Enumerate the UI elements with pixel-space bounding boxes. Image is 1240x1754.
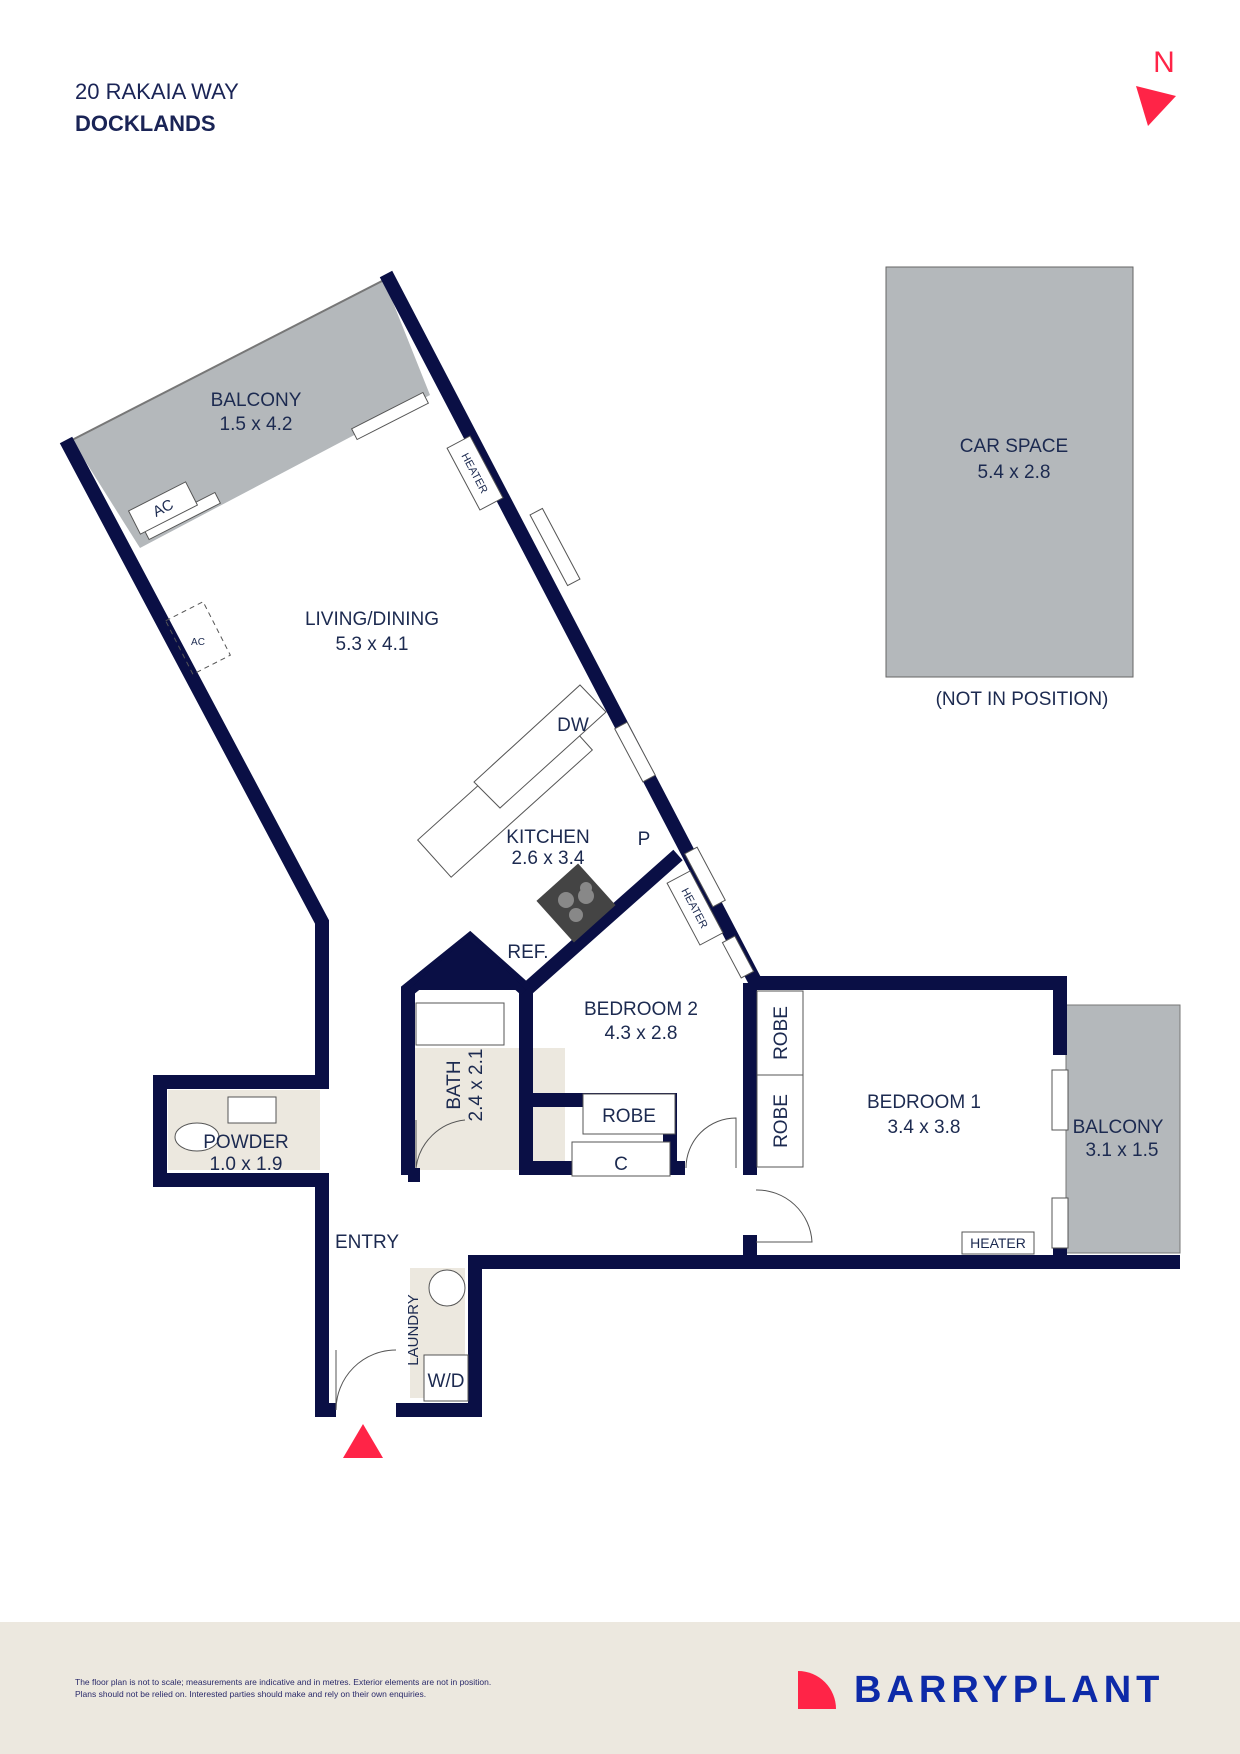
- ac-unit: [127, 481, 199, 535]
- floor-plan: N CAR SPACE 5.4 x 2.8 (NOT IN POSITION): [59, 46, 1181, 1458]
- robe-bed1-a: [756, 990, 804, 1076]
- doors: [335, 1117, 813, 1411]
- disclaimer-line2: Plans should not be relied on. Intereste…: [75, 1689, 427, 1699]
- heater-living: [446, 435, 504, 511]
- bath-floor: [415, 1048, 565, 1170]
- kitchen-size: 2.6 x 3.4: [512, 848, 585, 869]
- powder-size: 1.0 x 1.9: [210, 1154, 283, 1175]
- bedroom1-size: 3.4 x 3.8: [888, 1117, 961, 1138]
- car-space-size: 5.4 x 2.8: [978, 462, 1051, 483]
- dw-label: DW: [557, 715, 589, 736]
- cupboard-label: C: [614, 1154, 628, 1175]
- bath-size: 2.4 x 2.1: [466, 1049, 487, 1122]
- bedroom2-size: 4.3 x 2.8: [605, 1023, 678, 1044]
- living-size: 5.3 x 4.1: [336, 634, 409, 655]
- car-space-note: (NOT IN POSITION): [936, 689, 1109, 710]
- ac-dashed-label: AC: [191, 637, 205, 648]
- windows: [142, 391, 1069, 1249]
- address: 20 RAKAIA WAY DOCKLANDS: [75, 76, 239, 140]
- washer-dryer: [423, 1354, 469, 1402]
- north-label: N: [1153, 46, 1175, 79]
- walls: [59, 270, 1180, 1417]
- address-suburb: DOCKLANDS: [75, 111, 216, 136]
- address-street: 20 RAKAIA WAY: [75, 79, 239, 104]
- toilet: [174, 1122, 220, 1152]
- wd-label: W/D: [428, 1371, 465, 1392]
- balcony-main-size: 1.5 x 4.2: [220, 414, 293, 435]
- balcony-bed-size: 3.1 x 1.5: [1086, 1140, 1159, 1161]
- cupboard: [571, 1141, 671, 1177]
- footer: The floor plan is not to scale; measurem…: [0, 1622, 1240, 1754]
- entry-arrow-icon: [343, 1424, 383, 1458]
- bedroom1-name: BEDROOM 1: [867, 1092, 981, 1113]
- powder-name: POWDER: [203, 1132, 289, 1153]
- bath-name: BATH: [444, 1060, 465, 1109]
- kitchen-counter: [416, 684, 607, 878]
- laundry-tub: [428, 1269, 466, 1307]
- balcony-main: [72, 280, 430, 548]
- balcony-main-name: BALCONY: [211, 390, 302, 411]
- fridge-label: REF.: [507, 942, 548, 963]
- pantry-label: P: [638, 829, 651, 850]
- balcony-bedroom: [1065, 1004, 1181, 1254]
- car-space: [885, 266, 1134, 678]
- brand-logo: BARRYPLANT: [798, 1668, 1165, 1711]
- powder-basin: [227, 1096, 277, 1124]
- bathtub: [415, 1002, 505, 1046]
- robe-bed2: [582, 1093, 676, 1135]
- balcony-bed-name: BALCONY: [1073, 1117, 1164, 1138]
- kitchen-name: KITCHEN: [506, 827, 589, 848]
- robe-bed1-a-label: ROBE: [771, 1006, 792, 1060]
- ac-dashed: [164, 601, 232, 675]
- robe-bed2-label: ROBE: [602, 1106, 656, 1127]
- robe-bed1-b: [756, 1074, 804, 1168]
- disclaimer: The floor plan is not to scale; measurem…: [75, 1676, 491, 1700]
- entry-name: ENTRY: [335, 1232, 399, 1253]
- brand-name: BARRYPLANT: [854, 1668, 1165, 1711]
- laundry-name: LAUNDRY: [405, 1294, 422, 1365]
- heater-bed1-label: HEATER: [970, 1235, 1026, 1251]
- logo-mark-icon: [798, 1671, 836, 1709]
- heater-bed2: [666, 870, 724, 946]
- bedroom2-name: BEDROOM 2: [584, 999, 698, 1020]
- north-arrow-icon: [1136, 86, 1176, 126]
- cooktop-icon: [536, 863, 616, 943]
- living-name: LIVING/DINING: [305, 609, 439, 630]
- disclaimer-line1: The floor plan is not to scale; measurem…: [75, 1677, 492, 1687]
- robe-bed1-b-label: ROBE: [771, 1094, 792, 1148]
- heater-bed1: [961, 1231, 1035, 1255]
- car-space-name: CAR SPACE: [960, 436, 1068, 457]
